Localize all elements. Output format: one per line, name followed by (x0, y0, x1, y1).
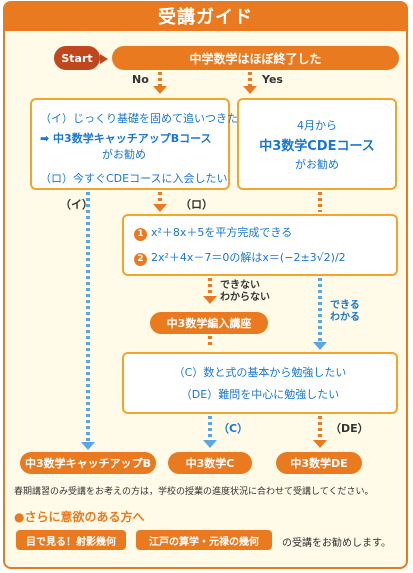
result-c[interactable]: 中3数学C (168, 452, 252, 474)
guide-frame (3, 1, 408, 569)
path-i-line (86, 192, 90, 442)
can-line (318, 278, 322, 342)
path-de-line (318, 416, 322, 440)
left-option-line2: ➡ 中3数学キャッチアップBコース (40, 132, 212, 145)
path-c-line (208, 416, 212, 440)
yes-arrow-head-icon (243, 86, 257, 94)
right-option-line2: 中3数学CDEコース (259, 138, 375, 154)
can-head-icon (313, 342, 327, 350)
bridge-course-pill[interactable]: 中3数学編入講座 (150, 312, 268, 334)
right-option-box: 4月から 中3数学CDEコース がお勧め (237, 98, 397, 190)
path-c-head-icon (203, 440, 217, 448)
left-option-line1: （イ）じっくり基礎を固めて追いつきたい (40, 112, 249, 125)
no-arrow-line (158, 72, 162, 86)
left-option-line4: （ロ）今すぐCDEコースに入会したい (40, 172, 228, 185)
extra-heading: ●さらに意欲のある方へ (14, 510, 145, 524)
no-label: No (132, 73, 149, 86)
label-i: （イ） (60, 198, 93, 211)
yes-arrow-line (248, 72, 252, 86)
footnote: 春期講習のみ受講をお考えの方は，学校の授業の進度状況に合わせて受講してください。 (14, 487, 374, 497)
right-option-line1: 4月から (297, 118, 337, 132)
label-c: （C） (218, 422, 249, 435)
choice-line-de: （DE）難問を中心に勉強したい (180, 388, 340, 401)
cannot-line (208, 278, 212, 296)
extra-badge-edo[interactable]: 江戸の算学・元禄の幾何 (136, 530, 272, 550)
cannot-label: できないわからない (220, 280, 270, 303)
path-de-head-icon (313, 440, 327, 448)
extra-tail: の受講をお勧めします。 (282, 538, 391, 549)
yes-label: Yes (262, 73, 283, 86)
label-ro: （ロ） (180, 198, 213, 211)
bridge-down-line (208, 336, 212, 348)
result-catchup-b[interactable]: 中3数学キャッチアップB (20, 452, 156, 474)
left-option-line3: がお勧め (102, 148, 146, 161)
number-1-icon: 1 (134, 228, 147, 241)
number-2-icon: 2 (134, 253, 147, 266)
path-ro-head-icon (153, 204, 167, 212)
no-arrow-head-icon (153, 86, 167, 94)
path-i-head-icon (81, 442, 95, 450)
cannot-head-icon (203, 296, 217, 304)
choice-box: （C）数と式の基本から勉強したい （DE）難問を中心に勉強したい (122, 352, 398, 414)
left-option-box: （イ）じっくり基礎を固めて追いつきたい ➡ 中3数学キャッチアップBコース がお… (30, 98, 249, 190)
label-de: （DE） (330, 422, 369, 435)
start-badge: Start (54, 46, 100, 70)
path-ro-line (158, 192, 162, 204)
extra-badge-projective[interactable]: 目で見る！射影幾何 (16, 530, 126, 550)
choice-line-c: （C）数と式の基本から勉強したい (173, 366, 347, 379)
can-label: できるわかる (330, 300, 360, 323)
result-de[interactable]: 中3数学DE (276, 452, 362, 474)
start-arrow-icon (100, 54, 108, 64)
question-bar: 中学数学はほぼ終了した (112, 46, 399, 70)
right-down-line (318, 192, 322, 212)
page-title: 受講ガイド (3, 1, 408, 31)
right-option-line3: がお勧め (295, 157, 339, 171)
